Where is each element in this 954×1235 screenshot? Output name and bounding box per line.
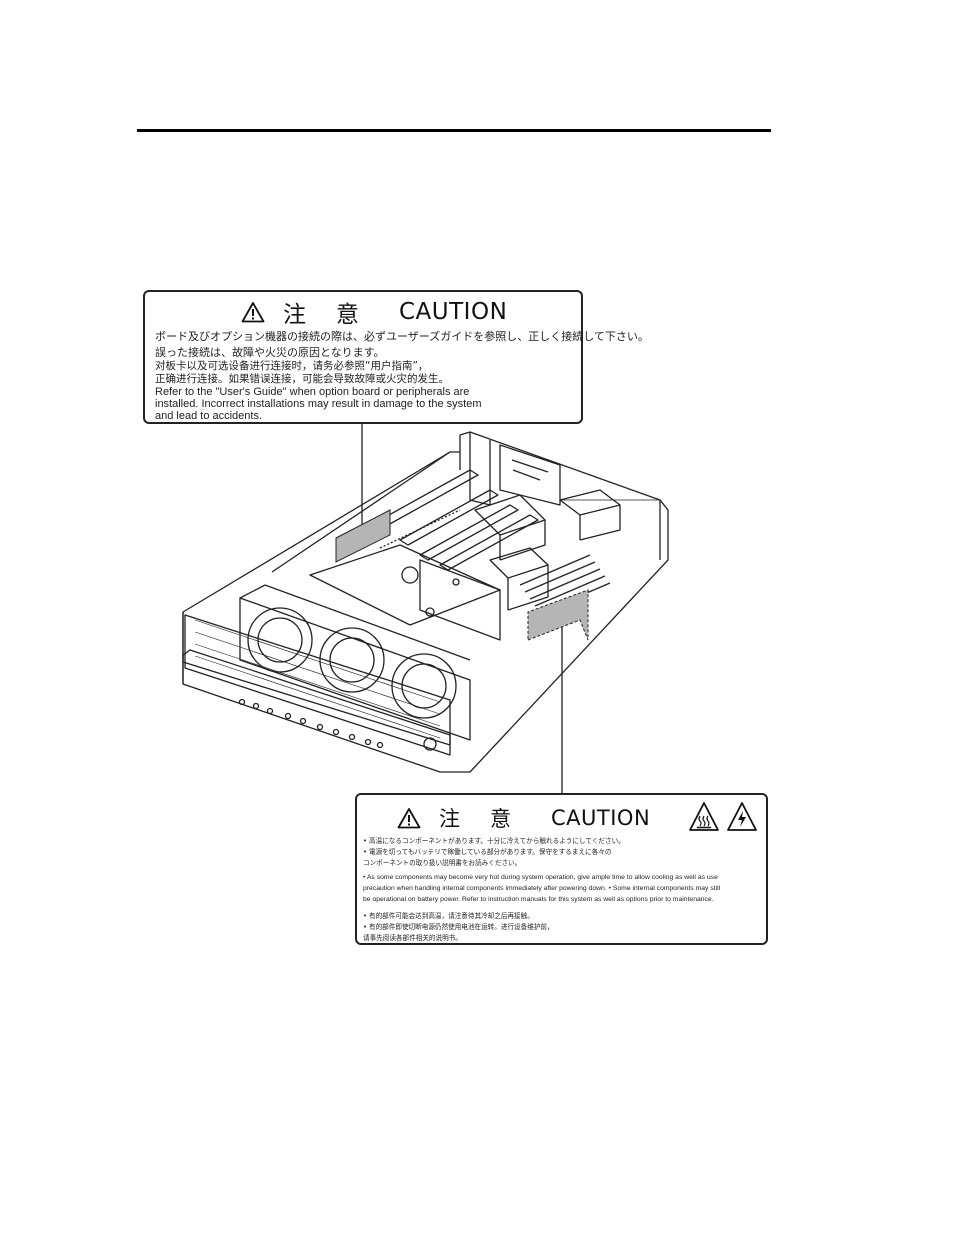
electric-shock-icon <box>727 802 757 831</box>
jp-line: 誤った接続は、故障や火災の原因となります。 <box>155 346 385 359</box>
jp-line: • 高温になるコンポーネントがあります。十分に冷えてから触れるようにしてください… <box>363 837 625 845</box>
label-position-top <box>335 509 391 563</box>
jp-line: コンポーネントの取り扱い説明書をお読みください。 <box>363 859 522 867</box>
caution-label-bottom: 注 意 CAUTION • 高温になるコンポーネントがあります。十分に冷えてから… <box>355 793 768 945</box>
cn-line: 正确进行连接。如果错误连接，可能会导致故障或火灾的发生。 <box>155 373 449 385</box>
hot-surface-icon <box>689 802 719 831</box>
heading-caution-word: CAUTION <box>551 806 651 830</box>
warning-triangle-icon <box>397 808 421 829</box>
cn-line: 请事先阅读各部件相关的说明书。 <box>363 934 462 942</box>
header-rule <box>137 129 771 132</box>
heading-kanji-1: 注 <box>439 807 460 831</box>
warning-triangle-icon <box>241 302 265 323</box>
heading-kanji-1: 注 <box>283 302 306 328</box>
en-line: be operational on battery power. Refer t… <box>363 896 714 903</box>
caution-label-top: 注 意 CAUTION ボード及びオプション機器の接続の際は、必ずユーザーズガイ… <box>143 290 649 424</box>
en-line: and lead to accidents. <box>155 410 263 422</box>
caution-heading: 注 意 CAUTION <box>397 803 650 833</box>
en-line: precaution when handling internal compon… <box>363 885 721 892</box>
heading-kanji-2: 意 <box>336 302 359 328</box>
hazard-icons <box>688 801 758 833</box>
en-line: Refer to the "User's Guide" when option … <box>155 386 470 398</box>
label-position-bottom <box>527 589 589 641</box>
cn-line: • 有的部件即使切断电源仍然使用电池在运转。进行设备维护前， <box>363 923 554 931</box>
cn-line: • 有的部件可能会达到高温，请注意待其冷却之后再接触。 <box>363 912 534 920</box>
en-line: installed. Incorrect installations may r… <box>155 398 482 410</box>
heading-caution-word: CAUTION <box>399 299 508 325</box>
en-line: • As some components may become very hot… <box>363 874 718 881</box>
jp-line: • 電源を切ってもバッテリで稼働している部分があります。保守をするまえに各々の <box>363 848 612 856</box>
caution-heading: 注 意 CAUTION <box>241 295 507 329</box>
heading-kanji-2: 意 <box>490 807 511 831</box>
cn-line: 对板卡以及可选设备进行连接时，请务必参照“用户指南”， <box>155 360 429 372</box>
jp-line: ボード及びオプション機器の接続の際は、必ずユーザーズガイドを参照し、正しく接続し… <box>155 330 649 343</box>
